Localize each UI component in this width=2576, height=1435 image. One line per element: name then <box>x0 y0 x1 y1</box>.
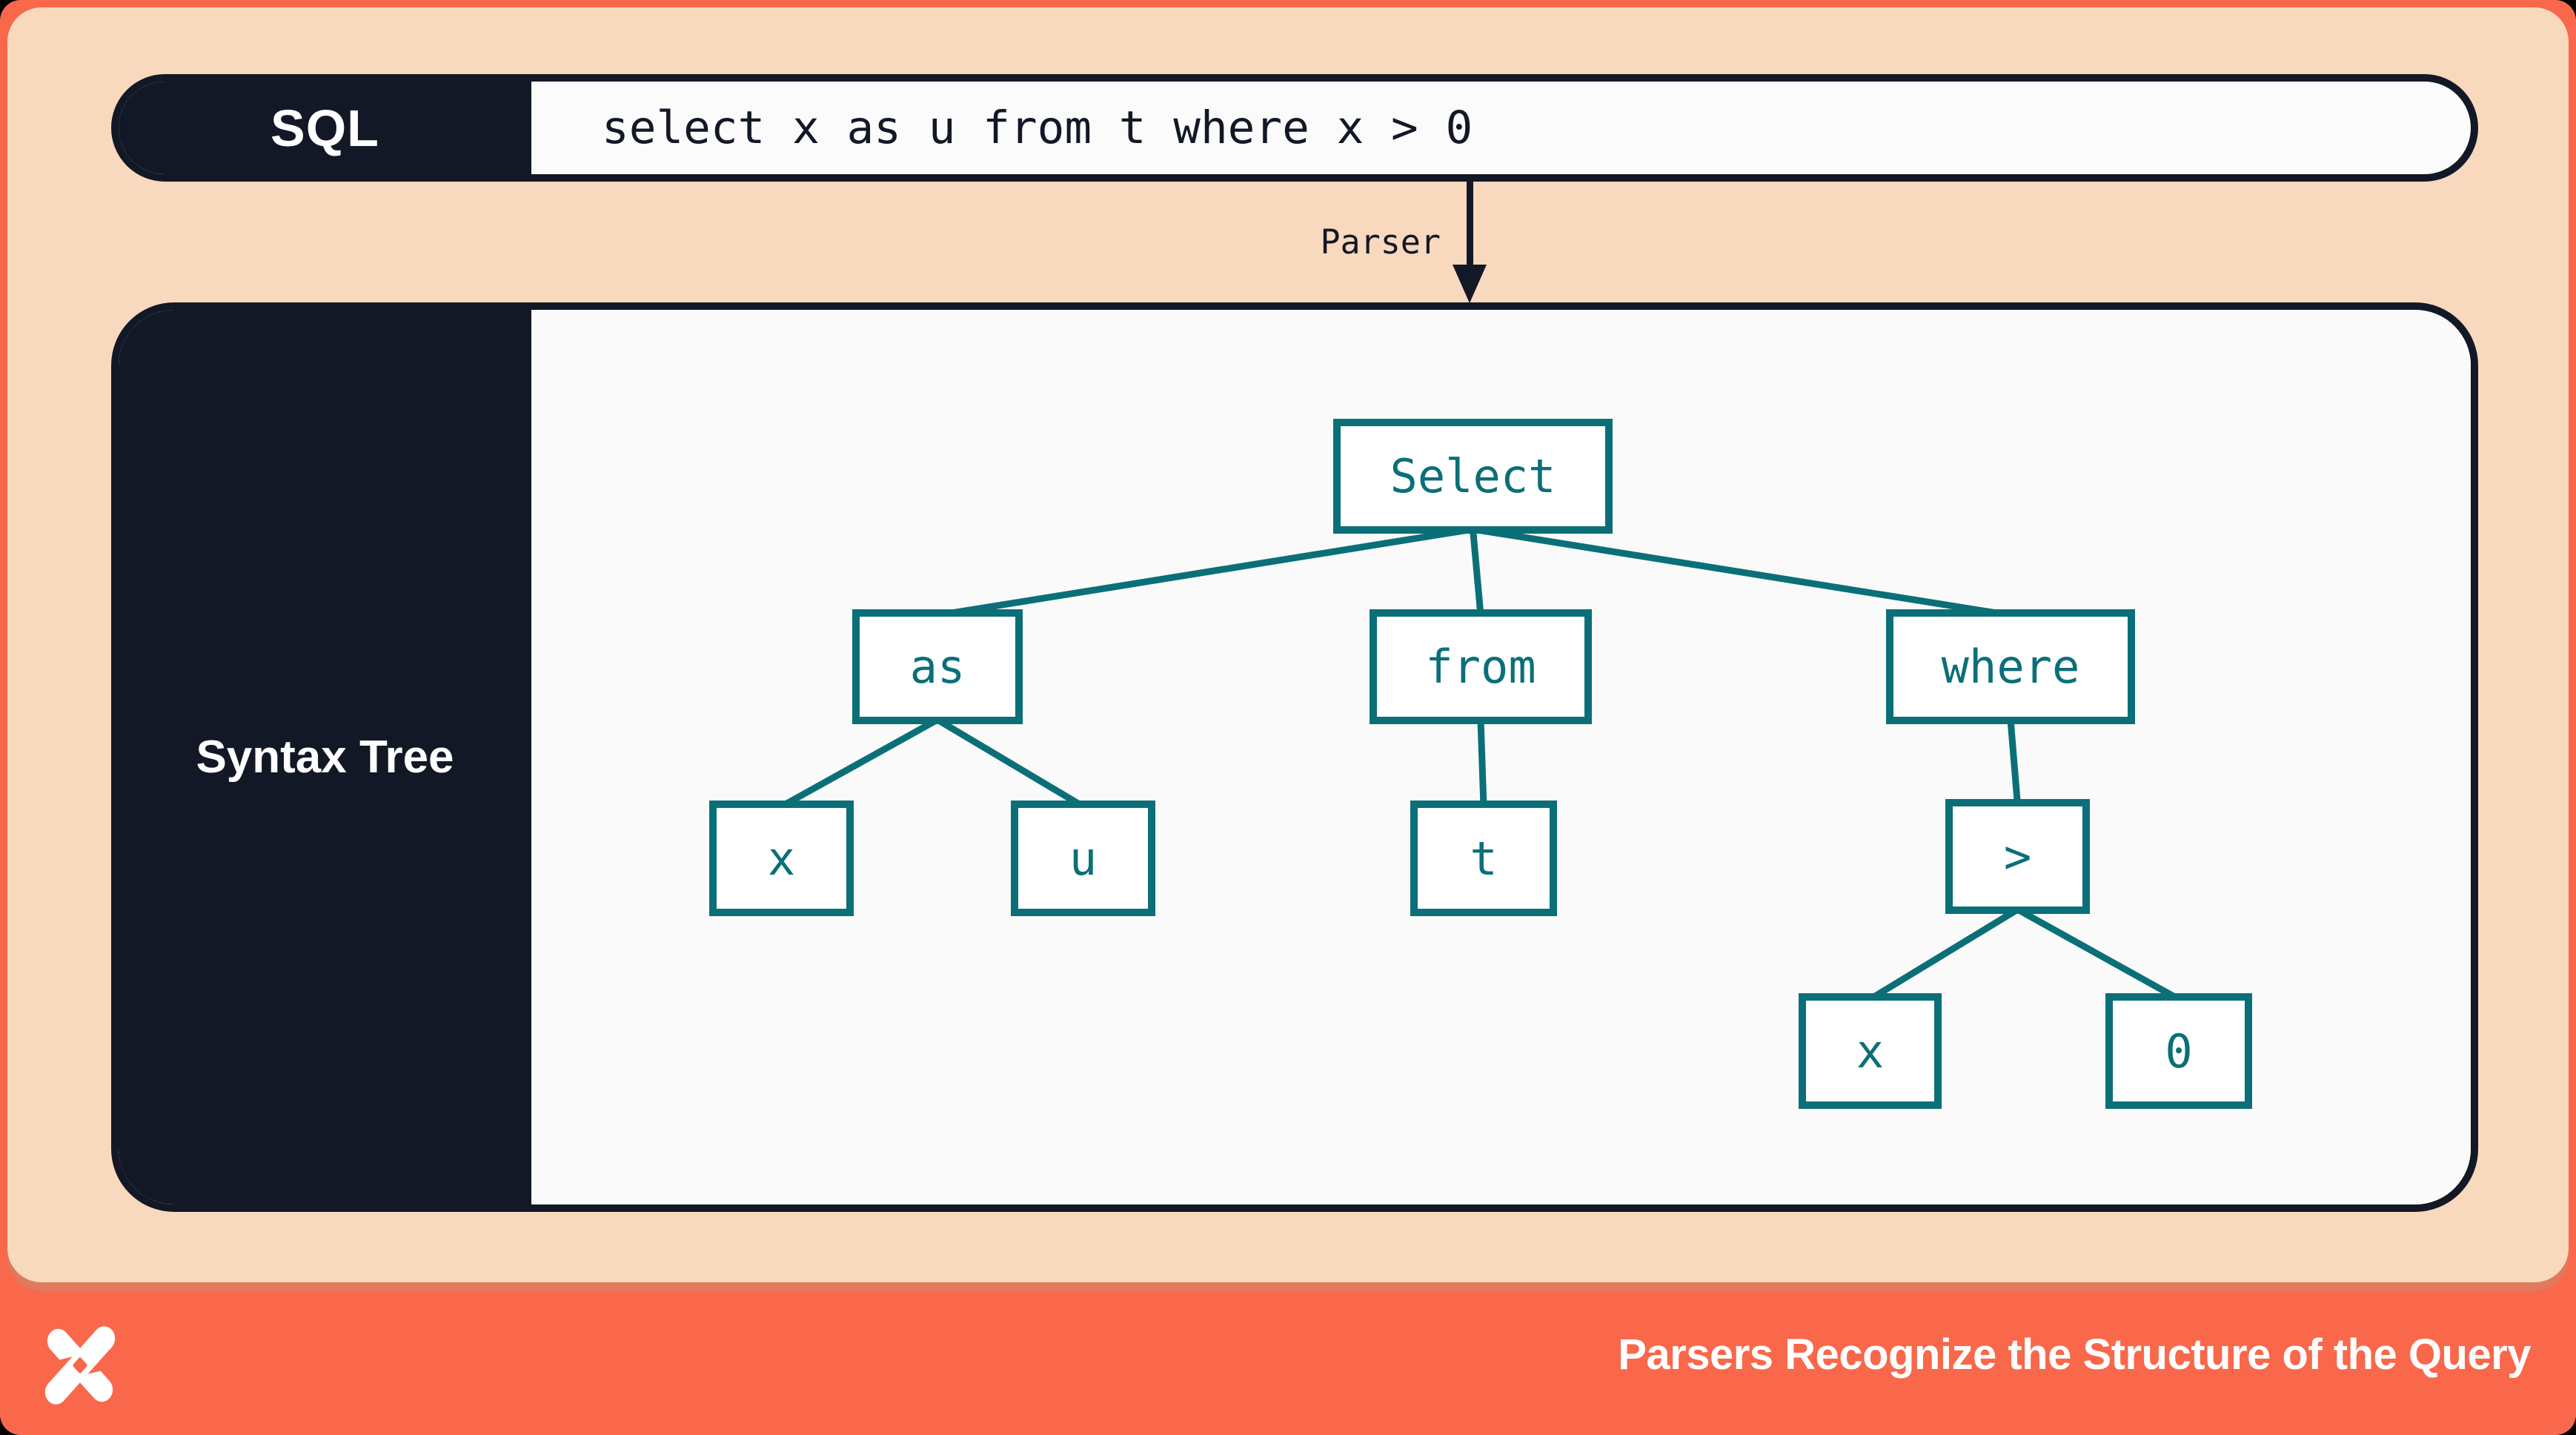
syntax-tree-label: Syntax Tree <box>196 732 454 783</box>
tree-node-u: u <box>1011 801 1155 916</box>
tree-node-from: from <box>1370 609 1592 724</box>
tree-node-label: as <box>909 640 966 694</box>
tree-node-label: x <box>767 831 796 886</box>
parser-arrow-line <box>1467 182 1473 272</box>
tree-node-select: Select <box>1333 419 1613 534</box>
tree-node-label: where <box>1941 640 2080 694</box>
tree-node-zero: 0 <box>2105 993 2252 1109</box>
parser-label: Parser <box>1320 222 1441 262</box>
tree-node-label: 0 <box>2165 1024 2193 1078</box>
tree-node-label: u <box>1069 831 1098 886</box>
sql-label: SQL <box>119 82 531 174</box>
tree-edges <box>780 526 2181 1002</box>
footer-caption: Parsers Recognize the Structure of the Q… <box>1618 1330 2531 1379</box>
tree-node-x-cond: x <box>1799 993 1942 1109</box>
sql-query-text: select x as u from t where x > 0 <box>602 102 1473 154</box>
tree-node-label: from <box>1425 640 1536 694</box>
tree-node-label: Select <box>1390 449 1556 503</box>
tree-node-x-alias: x <box>709 801 854 916</box>
tree-node-label: t <box>1470 831 1498 886</box>
tree-node-t: t <box>1410 801 1557 916</box>
syntax-tree-box: Syntax Tree Select as from where x u t > x 0 <box>111 302 2478 1212</box>
tree-node-label: x <box>1856 1024 1885 1078</box>
tree-node-where: where <box>1886 609 2135 724</box>
tree-node-label: > <box>2003 829 2032 884</box>
pinwheel-x-logo-icon <box>44 1326 116 1405</box>
syntax-tree-area: Select as from where x u t > x 0 <box>531 310 2471 1204</box>
sql-bar: SQL select x as u from t where x > 0 <box>111 74 2478 182</box>
footer-bar: Parsers Recognize the Structure of the Q… <box>0 1291 2576 1435</box>
arrow-down-icon <box>1453 265 1487 303</box>
syntax-tree-side-panel: Syntax Tree <box>119 310 531 1204</box>
tree-node-gt: > <box>1945 799 2090 914</box>
tree-node-as: as <box>852 609 1023 724</box>
